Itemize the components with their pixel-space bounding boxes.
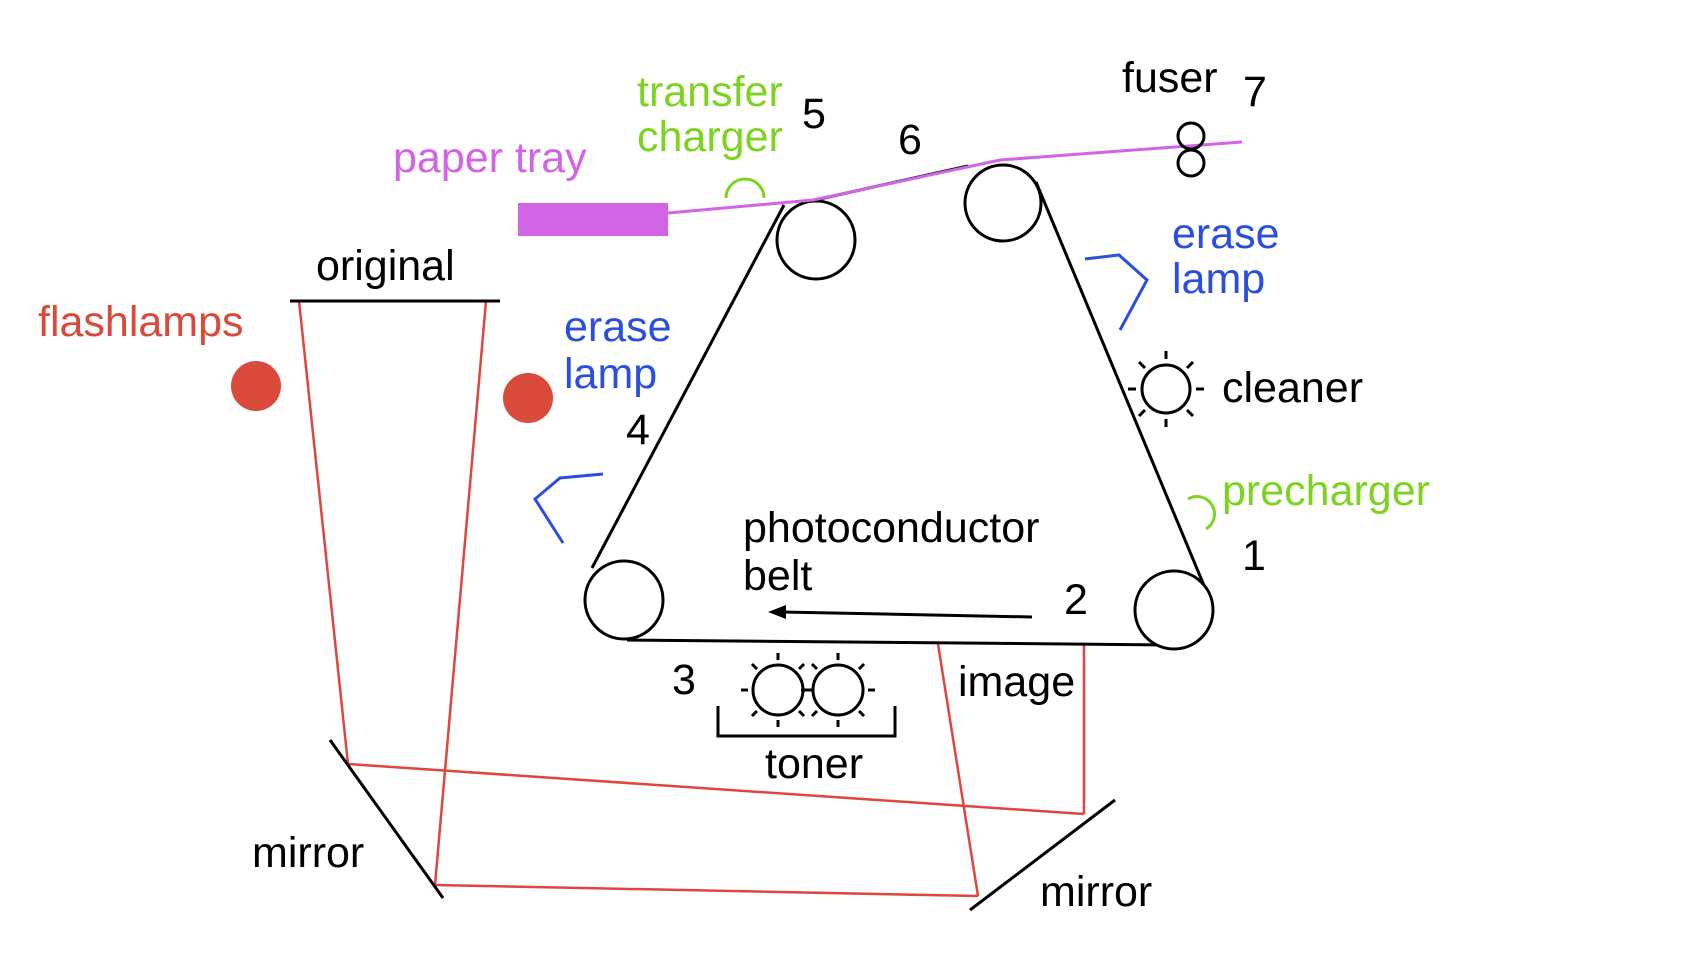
fuser-label: fuser: [1122, 54, 1218, 102]
belt-bottom-side: [626, 638, 1176, 647]
fuser-rollers: [1176, 121, 1206, 178]
step-number-5: 5: [802, 90, 826, 138]
light-ray-original-left: [297, 300, 350, 765]
flashlamps-label: flashlamps: [38, 298, 244, 346]
erase-lamp-left-label-2: lamp: [564, 350, 657, 398]
step-number-7: 7: [1243, 68, 1267, 116]
belt-label: belt: [743, 552, 812, 600]
charger-label: charger: [637, 113, 783, 161]
erase-lamp-left-label-1: erase: [564, 303, 672, 351]
transfer-charger-arc: [724, 177, 766, 199]
belt-direction-arrow: [768, 605, 1033, 619]
light-path: [297, 300, 1086, 898]
erase-lamp-left: [533, 472, 604, 544]
light-ray-mirror-to-mirror-bottom: [434, 883, 979, 898]
paper-path-line: [667, 140, 1243, 215]
step-number-1: 1: [1242, 532, 1266, 580]
photoconductor-belt: [583, 163, 1215, 651]
paper-tray-box: [518, 203, 668, 236]
toner-label: toner: [765, 740, 863, 788]
belt-left-side: [590, 204, 786, 569]
erase-lamp-right: [1084, 253, 1149, 331]
transfer-label: transfer: [637, 68, 783, 116]
image-label: image: [958, 658, 1075, 706]
light-ray-to-image-left: [936, 643, 980, 897]
light-ray-mirror-to-mirror-top: [347, 762, 1085, 816]
flashlamp-right: [503, 373, 553, 423]
flashlamp-left: [231, 361, 281, 411]
roller-bottom-left: [583, 559, 665, 641]
erase-lamp-right-label-2: lamp: [1172, 255, 1265, 303]
mirror-right-label: mirror: [1040, 868, 1152, 916]
precharger-arc: [1187, 495, 1216, 531]
step-number-3: 3: [672, 656, 696, 704]
cleaner-brush: [1128, 351, 1204, 427]
cleaner-label: cleaner: [1222, 364, 1363, 412]
mirror-right-line: [969, 798, 1116, 912]
mirror-left-line: [328, 739, 445, 899]
step-number-6: 6: [898, 116, 922, 164]
light-ray-original-right: [433, 300, 488, 886]
belt-right-side: [1034, 181, 1212, 601]
precharger-label: precharger: [1222, 467, 1430, 515]
step-number-2: 2: [1064, 576, 1088, 624]
toner-unit: [716, 653, 897, 738]
photoconductor-label: photoconductor: [743, 504, 1039, 552]
paper-tray-label: paper tray: [393, 134, 587, 182]
original-label: original: [316, 242, 455, 290]
mirror-left-label: mirror: [252, 829, 364, 877]
erase-lamp-right-label-1: erase: [1172, 210, 1280, 258]
roller-bottom-right: [1133, 569, 1215, 651]
roller-top-right: [963, 163, 1043, 243]
step-number-4: 4: [626, 406, 650, 454]
roller-top-left: [775, 199, 857, 281]
